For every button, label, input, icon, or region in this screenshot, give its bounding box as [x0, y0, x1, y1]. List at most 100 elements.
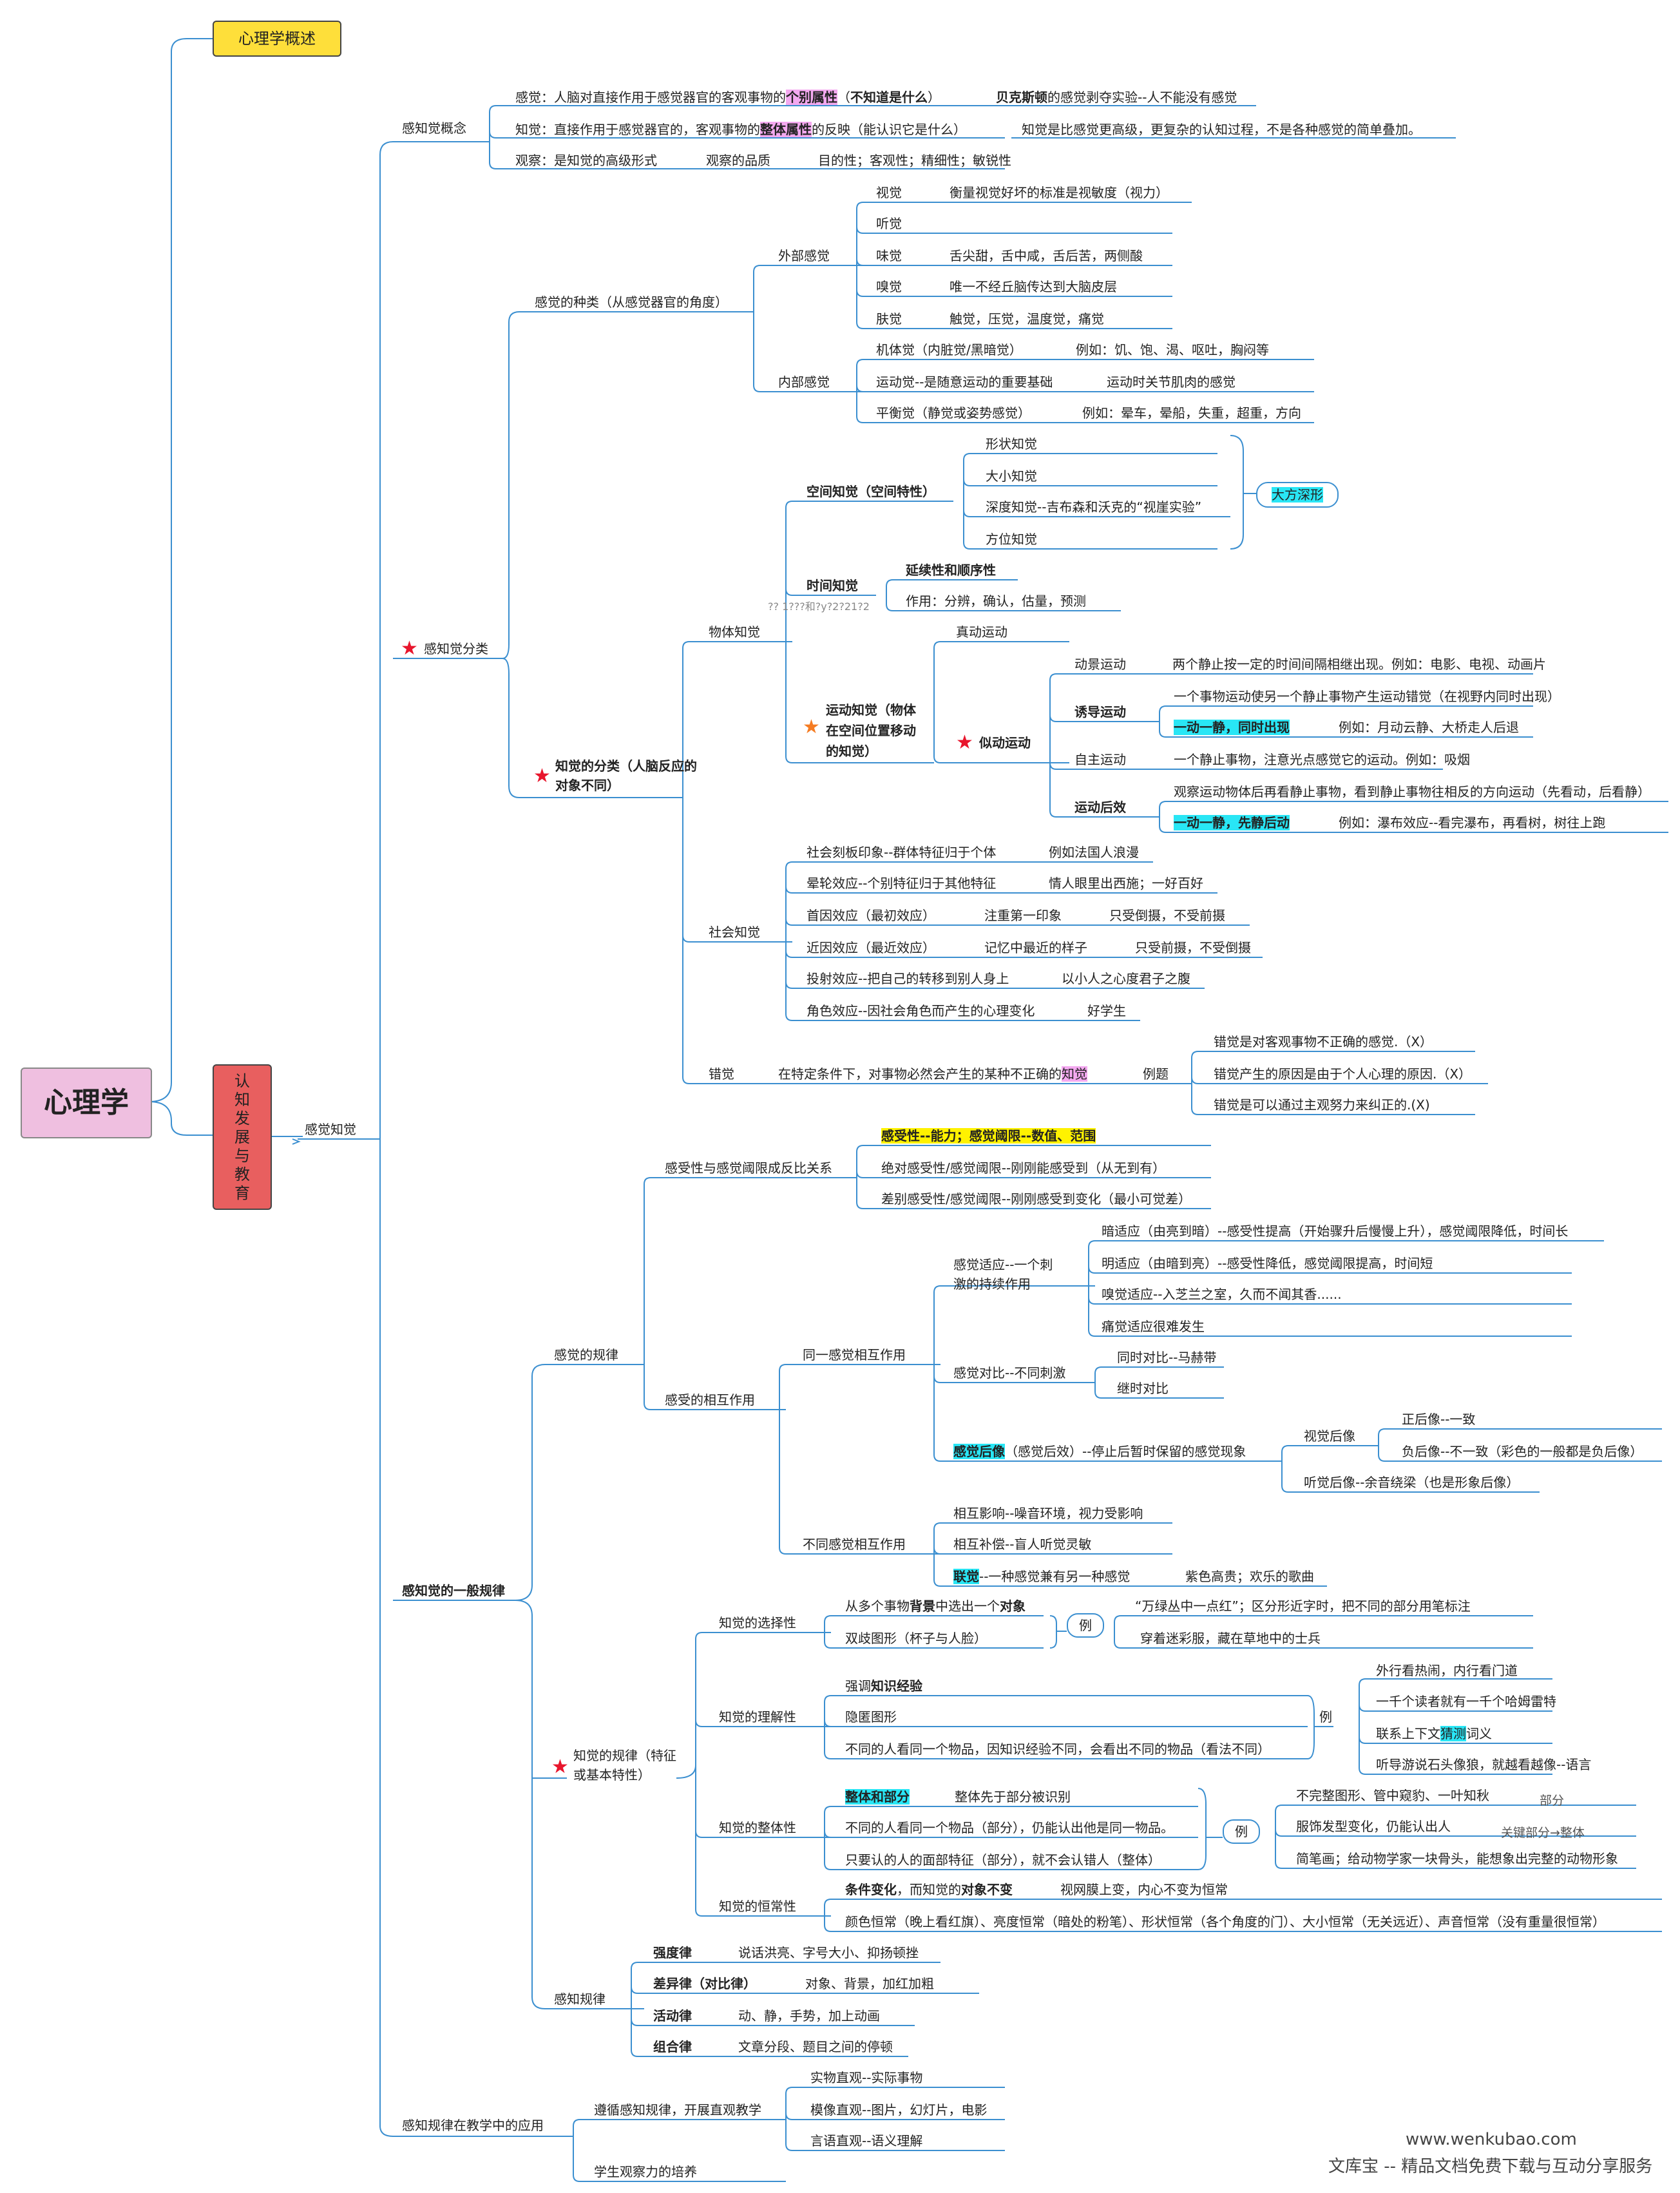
node-adaptation[interactable]: 感觉适应--一个刺激的持续作用 [953, 1257, 1053, 1292]
cross-influence[interactable]: 相互影响--噪音环境，视力受影响 [953, 1506, 1143, 1521]
concept-sensation-experiment[interactable]: 贝克斯顿的感觉剥夺实验--人不能没有感觉 [996, 90, 1237, 105]
social-stereotype[interactable]: 社会刻板印象--群体特征归于个体 [807, 845, 997, 860]
cross-compensation[interactable]: 相互补偿--盲人听觉灵敏 [953, 1537, 1092, 1552]
example-tag[interactable]: 例 [1067, 1613, 1104, 1638]
sense-balance-desc[interactable]: 例如：晕车，晕船，失重，超重，方向 [1082, 405, 1301, 421]
node-integrity[interactable]: 知觉的整体性 [719, 1820, 796, 1835]
social-projection-example[interactable]: 以小人之心度君子之腹 [1062, 971, 1190, 986]
time-continuity[interactable]: 延续性和顺序性 [906, 562, 996, 578]
sense-kinesthetic[interactable]: 运动觉--是随意运动的重要基础 [876, 374, 1053, 390]
node-same-sense-interaction[interactable]: 同一感觉相互作用 [803, 1347, 906, 1363]
motion-aftereffect[interactable]: 运动后效 [1074, 800, 1126, 815]
motion-induced[interactable]: 诱导运动 [1074, 704, 1126, 720]
node-contrast[interactable]: 感觉对比--不同刺激 [953, 1365, 1066, 1381]
social-halo[interactable]: 晕轮效应--个别特征归于其他特征 [807, 876, 997, 891]
comprehension-2[interactable]: 隐匿图形 [845, 1709, 897, 1725]
sense-hearing[interactable]: 听觉 [876, 216, 902, 231]
node-internal-sensation[interactable]: 内部感觉 [778, 374, 830, 390]
motion-aftereffect-desc[interactable]: 观察运动物体后再看静止事物，看到静止事物往相反的方向运动（先看动，后看静） [1174, 784, 1650, 800]
node-constancy[interactable]: 知觉的恒常性 [719, 1899, 796, 1914]
node-external-sensation[interactable]: 外部感觉 [778, 248, 830, 263]
rule-activity[interactable]: 活动律 [653, 2008, 692, 2024]
exercise-2[interactable]: 错觉产生的原因是由于个人心理的原因.（X） [1214, 1066, 1472, 1082]
node-motion-perception[interactable]: 运动知觉（物体在空间位置移动的知觉） [826, 702, 916, 759]
social-projection[interactable]: 投射效应--把自己的转移到别人身上 [807, 971, 1009, 986]
social-role-example[interactable]: 好学生 [1087, 1003, 1126, 1019]
comprehension-example-4[interactable]: 听导游说石头像狼，就越看越像--语言 [1376, 1757, 1592, 1772]
exercise-1[interactable]: 错觉是对客观事物不正确的感觉.（X） [1214, 1034, 1433, 1049]
social-primacy-desc[interactable]: 注重第一印象 [984, 908, 1062, 923]
node-illusion[interactable]: 错觉 [709, 1066, 734, 1082]
node-classification[interactable]: 感知觉分类 [424, 641, 488, 656]
motion-induced-key[interactable]: 一动一静，同时出现 [1174, 720, 1290, 735]
node-sensation-perception[interactable]: 感觉知觉 [305, 1122, 356, 1137]
node-perceptual-rules[interactable]: 感知规律 [554, 1991, 606, 2007]
node-comprehension[interactable]: 知觉的理解性 [719, 1709, 796, 1725]
rule-combination[interactable]: 组合律 [653, 2039, 692, 2054]
constancy-2[interactable]: 颜色恒常（晚上看红旗）、亮度恒常（暗处的粉笔）、形状恒常（各个角度的门）、大小恒… [845, 1914, 1605, 1930]
adaptation-light[interactable]: 明适应（由暗到亮）--感受性降低，感觉阈限提高，时间短 [1102, 1256, 1433, 1271]
sense-balance[interactable]: 平衡觉（静觉或姿势感觉） [876, 405, 1031, 421]
social-primacy-note[interactable]: 只受倒摄，不受前摄 [1109, 908, 1225, 923]
motion-real[interactable]: 真动运动 [956, 624, 1007, 640]
node-general-laws[interactable]: 感知觉的一般规律 [402, 1583, 505, 1598]
comprehension-example-label[interactable]: 例 [1319, 1709, 1332, 1725]
adaptation-smell[interactable]: 嗅觉适应--入芝兰之室，久而不闻其香...... [1102, 1287, 1342, 1302]
space-size[interactable]: 大小知觉 [986, 468, 1037, 484]
space-direction[interactable]: 方位知觉 [986, 531, 1037, 547]
contrast-successive[interactable]: 继时对比 [1117, 1381, 1169, 1396]
social-primacy[interactable]: 首因效应（最初效应） [807, 908, 935, 923]
motion-aftereffect-example[interactable]: 例如：瀑布效应--看完瀑布，再看树，树往上跑 [1339, 815, 1606, 830]
rule-combination-desc[interactable]: 文章分段、题目之间的停顿 [738, 2039, 893, 2054]
node-time-perception[interactable]: 时间知觉 [807, 578, 858, 593]
afterimage-negative[interactable]: 负后像--不一致（彩色的一般都是负后像） [1402, 1444, 1643, 1459]
contrast-simultaneous[interactable]: 同时对比--马赫带 [1117, 1350, 1217, 1365]
inverse-2[interactable]: 绝对感受性/感觉阈限--刚刚能感受到（从无到有） [881, 1160, 1166, 1176]
rule-intensity[interactable]: 强度律 [653, 1945, 692, 1960]
adaptation-dark[interactable]: 暗适应（由亮到暗）--感受性提高（开始骤升后慢慢上升），感觉阈限降低，时间长 [1102, 1223, 1569, 1239]
motion-stroboscopic[interactable]: 动景运动 [1074, 656, 1126, 672]
concept-perception-note[interactable]: 知觉是比感觉更高级，更复杂的认知过程，不是各种感觉的简单叠加。 [1022, 122, 1421, 137]
node-psychology-overview[interactable]: 心理学概述 [213, 21, 341, 57]
sense-organic-desc[interactable]: 例如：饥、饱、渴、呕吐，胸闷等 [1076, 342, 1269, 358]
social-recency[interactable]: 近因效应（最近效应） [807, 940, 935, 955]
comprehension-example-1[interactable]: 外行看热闹，内行看门道 [1376, 1663, 1518, 1678]
sense-organic[interactable]: 机体觉（内脏觉/黑暗觉） [876, 342, 1022, 358]
space-depth[interactable]: 深度知觉--吉布森和沃克的“视崖实验” [986, 499, 1202, 515]
motion-stroboscopic-desc[interactable]: 两个静止按一定的时间间隔相继出现。例如：电影、电视、动画片 [1172, 656, 1546, 672]
selectivity-1[interactable]: 从多个事物背景中选出一个对象 [845, 1598, 1026, 1614]
exercise-3[interactable]: 错觉是可以通过主观努力来纠正的.(X) [1214, 1097, 1430, 1113]
comprehension-3[interactable]: 不同的人看同一个物品，因知识经验不同，会看出不同的物品（看法不同） [845, 1741, 1270, 1757]
motion-induced-desc[interactable]: 一个事物运动使另一个静止事物产生运动错觉（在视野内同时出现） [1174, 689, 1560, 704]
cross-synesthesia-example[interactable]: 紫色高贵；欢乐的歌曲 [1185, 1569, 1314, 1584]
inverse-3[interactable]: 差别感受性/感觉阈限--刚刚感受到变化（最小可觉差） [881, 1191, 1192, 1207]
node-cognitive-development[interactable]: 认知发展与教育 [213, 1064, 272, 1210]
inverse-1[interactable]: 感受性--能力；感觉阈限--数值、范围 [881, 1128, 1096, 1144]
sense-skin-desc[interactable]: 触觉，压觉，温度觉，痛觉 [950, 311, 1104, 327]
rule-intensity-desc[interactable]: 说话洪亮、字号大小、抑扬顿挫 [738, 1945, 919, 1960]
intuitive-real[interactable]: 实物直观--实际事物 [810, 2070, 923, 2085]
integrity-1-desc[interactable]: 整体先于部分被识别 [955, 1789, 1071, 1805]
motion-autokinetic-desc[interactable]: 一个静止事物，注意光点感觉它的运动。例如：吸烟 [1174, 752, 1470, 767]
node-sensation-laws[interactable]: 感觉的规律 [554, 1347, 618, 1363]
integrity-example-1[interactable]: 不完整图形、管中窥豹、一叶知秋 [1296, 1788, 1489, 1803]
illusion-definition[interactable]: 在特定条件下，对事物必然会产生的某种不正确的知觉 [778, 1066, 1087, 1082]
observation-quality[interactable]: 观察的品质 [706, 153, 770, 168]
node-afterimage[interactable]: 感觉后像（感觉后效）--停止后暂时保留的感觉现象 [953, 1444, 1246, 1459]
integrity-1[interactable]: 整体和部分 [845, 1789, 910, 1805]
integrity-example-2[interactable]: 服饰发型变化，仍能认出人 [1296, 1819, 1451, 1834]
observation-quality-items[interactable]: 目的性；客观性；精细性；敏锐性 [818, 153, 1011, 168]
root-node[interactable]: 心理学 [21, 1068, 152, 1138]
motion-autokinetic[interactable]: 自主运动 [1074, 752, 1126, 767]
social-recency-note[interactable]: 只受前摄，不受倒摄 [1135, 940, 1251, 955]
node-cross-sense-interaction[interactable]: 不同感觉相互作用 [803, 1537, 906, 1552]
node-intuitive-teaching[interactable]: 遵循感知规律，开展直观教学 [594, 2102, 761, 2118]
node-space-perception[interactable]: 空间知觉（空间特性） [807, 484, 935, 499]
motion-induced-example[interactable]: 例如：月动云静、大桥走人后退 [1339, 720, 1519, 735]
constancy-1[interactable]: 条件变化，而知觉的对象不变 [845, 1882, 1013, 1897]
intuitive-model[interactable]: 模像直观--图片，幻灯片，电影 [810, 2102, 988, 2118]
rule-difference-desc[interactable]: 对象、背景，加红加粗 [805, 1976, 934, 1991]
node-observation-training[interactable]: 学生观察力的培养 [594, 2164, 697, 2179]
constancy-1-desc[interactable]: 视网膜上变，内心不变为恒常 [1060, 1882, 1228, 1897]
sense-smell-desc[interactable]: 唯一不经丘脑传达到大脑皮层 [950, 279, 1117, 294]
